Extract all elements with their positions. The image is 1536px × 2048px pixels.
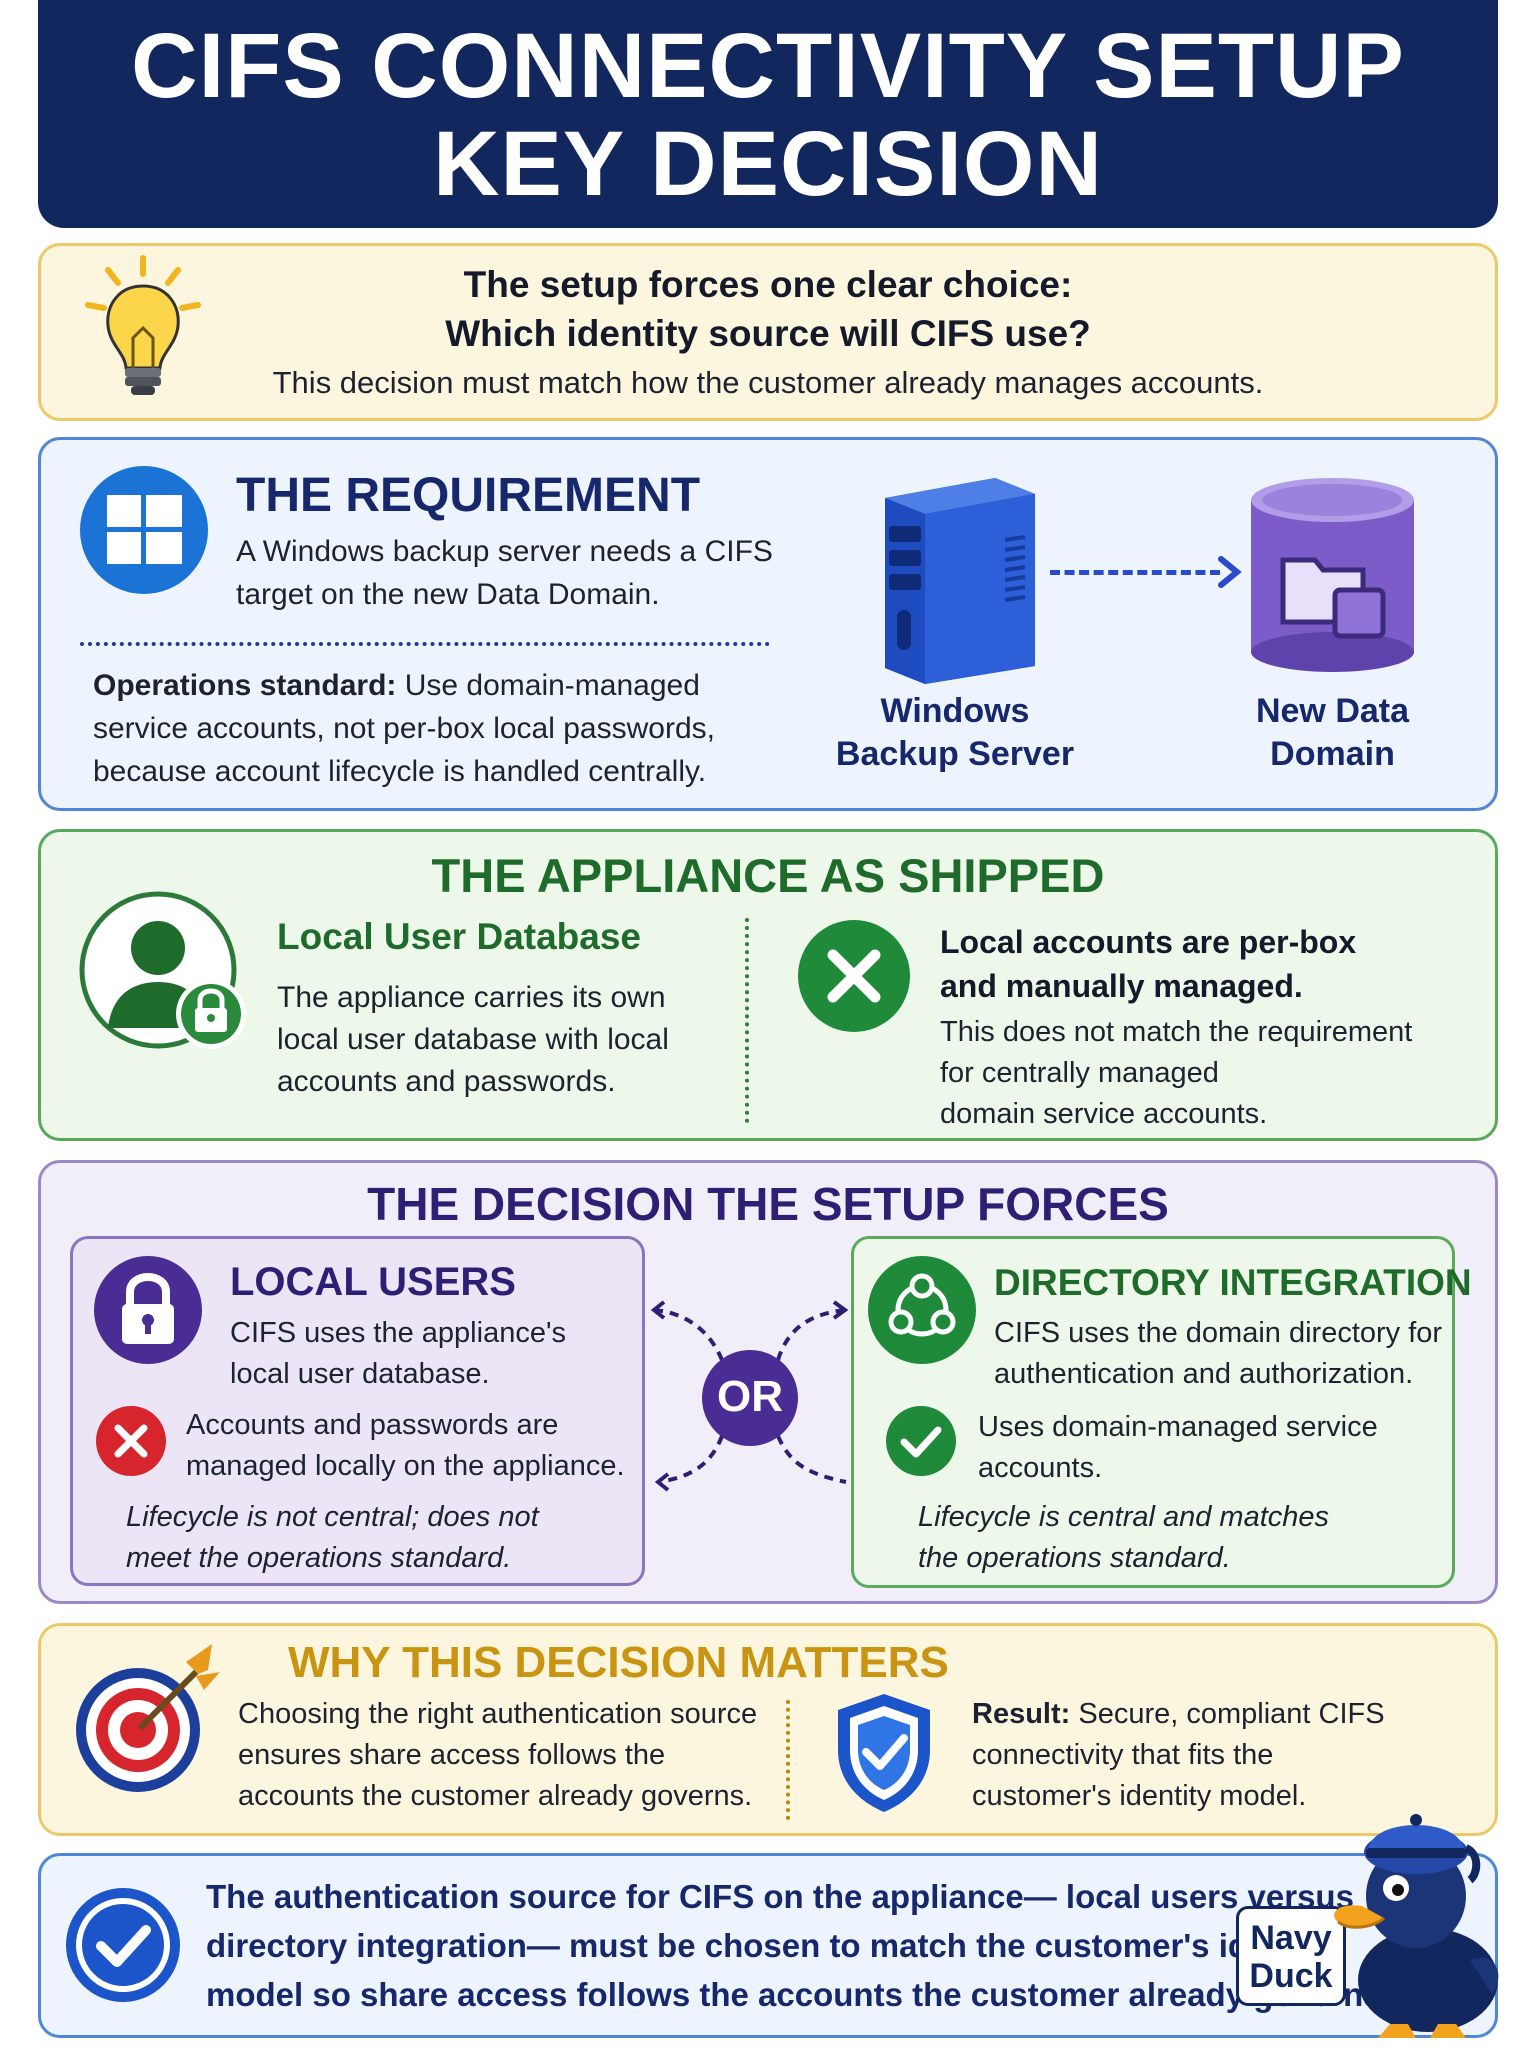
- requirement-desc-line-2: target on the new Data Domain.: [236, 578, 660, 611]
- appliance-issue-line-1: This does not match the requirement: [940, 1016, 1413, 1048]
- directory-integration-note: Lifecycle is central and matches the ope…: [918, 1497, 1329, 1579]
- x-circle-icon: [798, 920, 910, 1032]
- why-result-line-3: customer's identity model.: [972, 1780, 1307, 1812]
- or-connector: [650, 1300, 849, 1492]
- arrow-head-icon: [1218, 556, 1242, 588]
- intro-question-line-1: The setup forces one clear choice:: [463, 264, 1073, 305]
- directory-note-line-1: Lifecycle is central and matches: [918, 1501, 1330, 1533]
- intro-panel: The setup forces one clear choice: Which…: [38, 243, 1498, 421]
- directory-note-line-2: the operations standard.: [918, 1542, 1231, 1574]
- intro-question-line-2: Which identity source will CIFS use?: [445, 313, 1091, 354]
- domain-label-line-1: New Data: [1255, 692, 1410, 730]
- why-divider: [786, 1700, 790, 1820]
- why-result-line-2: connectivity that fits the: [972, 1739, 1274, 1771]
- why-line-3: accounts the customer already governs.: [238, 1780, 753, 1812]
- server-label-line-1: Windows: [880, 692, 1030, 730]
- appliance-issue-text: This does not match the requirement for …: [940, 1012, 1412, 1135]
- lock-icon: [94, 1256, 202, 1364]
- shield-check-icon: [838, 1694, 930, 1812]
- appliance-issue-title: Local accounts are per-box and manually …: [940, 920, 1356, 1008]
- summary-line-3: model so share access follows the accoun…: [206, 1976, 1391, 2013]
- x-mark-icon: [96, 1406, 166, 1476]
- why-result: Result: Secure, compliant CIFS connectiv…: [972, 1694, 1385, 1817]
- appliance-issue-line-2: for centrally managed: [940, 1057, 1219, 1089]
- summary-line-1: The authentication source for CIFS on th…: [206, 1878, 1354, 1915]
- appliance-heading: THE APPLIANCE AS SHIPPED: [431, 849, 1105, 902]
- intro-subtext: This decision must match how the custome…: [272, 365, 1264, 400]
- badge-line-2: Duck: [1249, 1957, 1333, 1995]
- local-user-db-title: Local User Database: [277, 916, 642, 957]
- directory-desc-line-1: CIFS uses the domain directory for: [994, 1317, 1443, 1349]
- local-users-note-line-1: Lifecycle is not central; does not: [126, 1501, 539, 1533]
- server-icon: [885, 478, 1035, 684]
- local-users-con-line-2: managed locally on the appliance.: [186, 1450, 625, 1482]
- directory-desc-line-2: authentication and authorization.: [994, 1358, 1414, 1390]
- directory-integration-pro: Uses domain-managed service accounts.: [978, 1407, 1378, 1489]
- local-users-note-line-2: meet the operations standard.: [126, 1542, 512, 1574]
- summary-line-2: directory integration— must be chosen to…: [206, 1927, 1337, 1964]
- badge-line-1: Navy: [1250, 1919, 1332, 1957]
- operations-standard-line-1: Operations standard: Use domain-managed: [93, 664, 700, 707]
- why-heading: WHY THIS DECISION MATTERS: [288, 1638, 949, 1687]
- local-user-db-line-1: The appliance carries its own: [277, 981, 666, 1014]
- connection-arrow: [1050, 570, 1220, 575]
- operations-standard-text: Use domain-managed: [396, 669, 700, 702]
- windows-backup-server-label: Windows Backup Server: [825, 690, 1085, 776]
- why-result-line-1: Result: Secure, compliant CIFS: [972, 1694, 1385, 1735]
- server-label-line-2: Backup Server: [835, 735, 1075, 773]
- local-users-desc: CIFS uses the appliance's local user dat…: [230, 1313, 566, 1395]
- why-text: Choosing the right authentication source…: [238, 1694, 757, 1817]
- appliance-divider: [745, 918, 749, 1123]
- local-users-note: Lifecycle is not central; does not meet …: [126, 1497, 539, 1579]
- directory-pro-line-2: accounts.: [978, 1452, 1103, 1484]
- why-line-2: ensures share access follows the: [238, 1739, 666, 1771]
- appliance-issue-title-line-2: and manually managed.: [940, 968, 1303, 1004]
- why-line-1: Choosing the right authentication source: [238, 1698, 758, 1730]
- summary-text: The authentication source for CIFS on th…: [206, 1872, 1391, 2019]
- local-user-db-line-3: accounts and passwords.: [277, 1065, 616, 1098]
- directory-pro-line-1: Uses domain-managed service: [978, 1411, 1378, 1443]
- why-result-text: Secure, compliant CIFS: [1070, 1698, 1385, 1730]
- target-icon: [76, 1644, 220, 1792]
- check-circle-icon: [66, 1888, 180, 2002]
- page-title-line-2: KEY DECISION: [433, 113, 1103, 215]
- operations-standard-line-3: because account lifecycle is handled cen…: [93, 755, 707, 788]
- appliance-issue-title-line-1: Local accounts are per-box: [940, 924, 1357, 960]
- directory-integration-desc: CIFS uses the domain directory for authe…: [994, 1313, 1442, 1395]
- domain-label-line-2: Domain: [1270, 735, 1395, 773]
- requirement-desc-line-1: A Windows backup server needs a CIFS: [236, 535, 773, 568]
- local-users-con-line-1: Accounts and passwords are: [186, 1409, 559, 1441]
- local-users-desc-line-1: CIFS uses the appliance's: [230, 1317, 566, 1349]
- why-result-label: Result:: [972, 1698, 1071, 1730]
- why-panel: [38, 1623, 1498, 1836]
- appliance-issue-line-3: domain service accounts.: [940, 1098, 1268, 1130]
- local-user-db-line-2: local user database with local: [277, 1023, 669, 1056]
- windows-logo-icon: [80, 466, 208, 594]
- page-title-line-1: CIFS CONNECTIVITY SETUP: [131, 15, 1405, 117]
- local-users-desc-line-2: local user database.: [230, 1358, 490, 1390]
- requirement-divider: [80, 642, 770, 646]
- navy-duck-badge: Navy Duck: [1236, 1906, 1346, 2006]
- local-users-con: Accounts and passwords are managed local…: [186, 1405, 625, 1487]
- requirement-heading: THE REQUIREMENT: [236, 469, 701, 522]
- navy-duck-mascot-icon: [1334, 1814, 1499, 2038]
- new-data-domain-label: New Data Domain: [1210, 690, 1455, 776]
- directory-integration-title: DIRECTORY INTEGRATION: [994, 1262, 1472, 1303]
- directory-network-icon: [868, 1256, 976, 1364]
- decision-heading: THE DECISION THE SETUP FORCES: [367, 1178, 1169, 1230]
- operations-standard-line-2: service accounts, not per-box local pass…: [93, 712, 715, 745]
- data-domain-storage-icon: [1251, 478, 1414, 672]
- checkmark-icon: [886, 1406, 956, 1476]
- or-label: OR: [717, 1372, 783, 1421]
- local-user-lock-icon: [79, 891, 246, 1049]
- lightbulb-icon: [85, 255, 201, 395]
- operations-standard-label: Operations standard:: [93, 669, 397, 702]
- title-banner: CIFS CONNECTIVITY SETUP KEY DECISION: [38, 0, 1498, 228]
- appliance-panel: [38, 829, 1498, 1141]
- local-users-title: LOCAL USERS: [230, 1260, 516, 1304]
